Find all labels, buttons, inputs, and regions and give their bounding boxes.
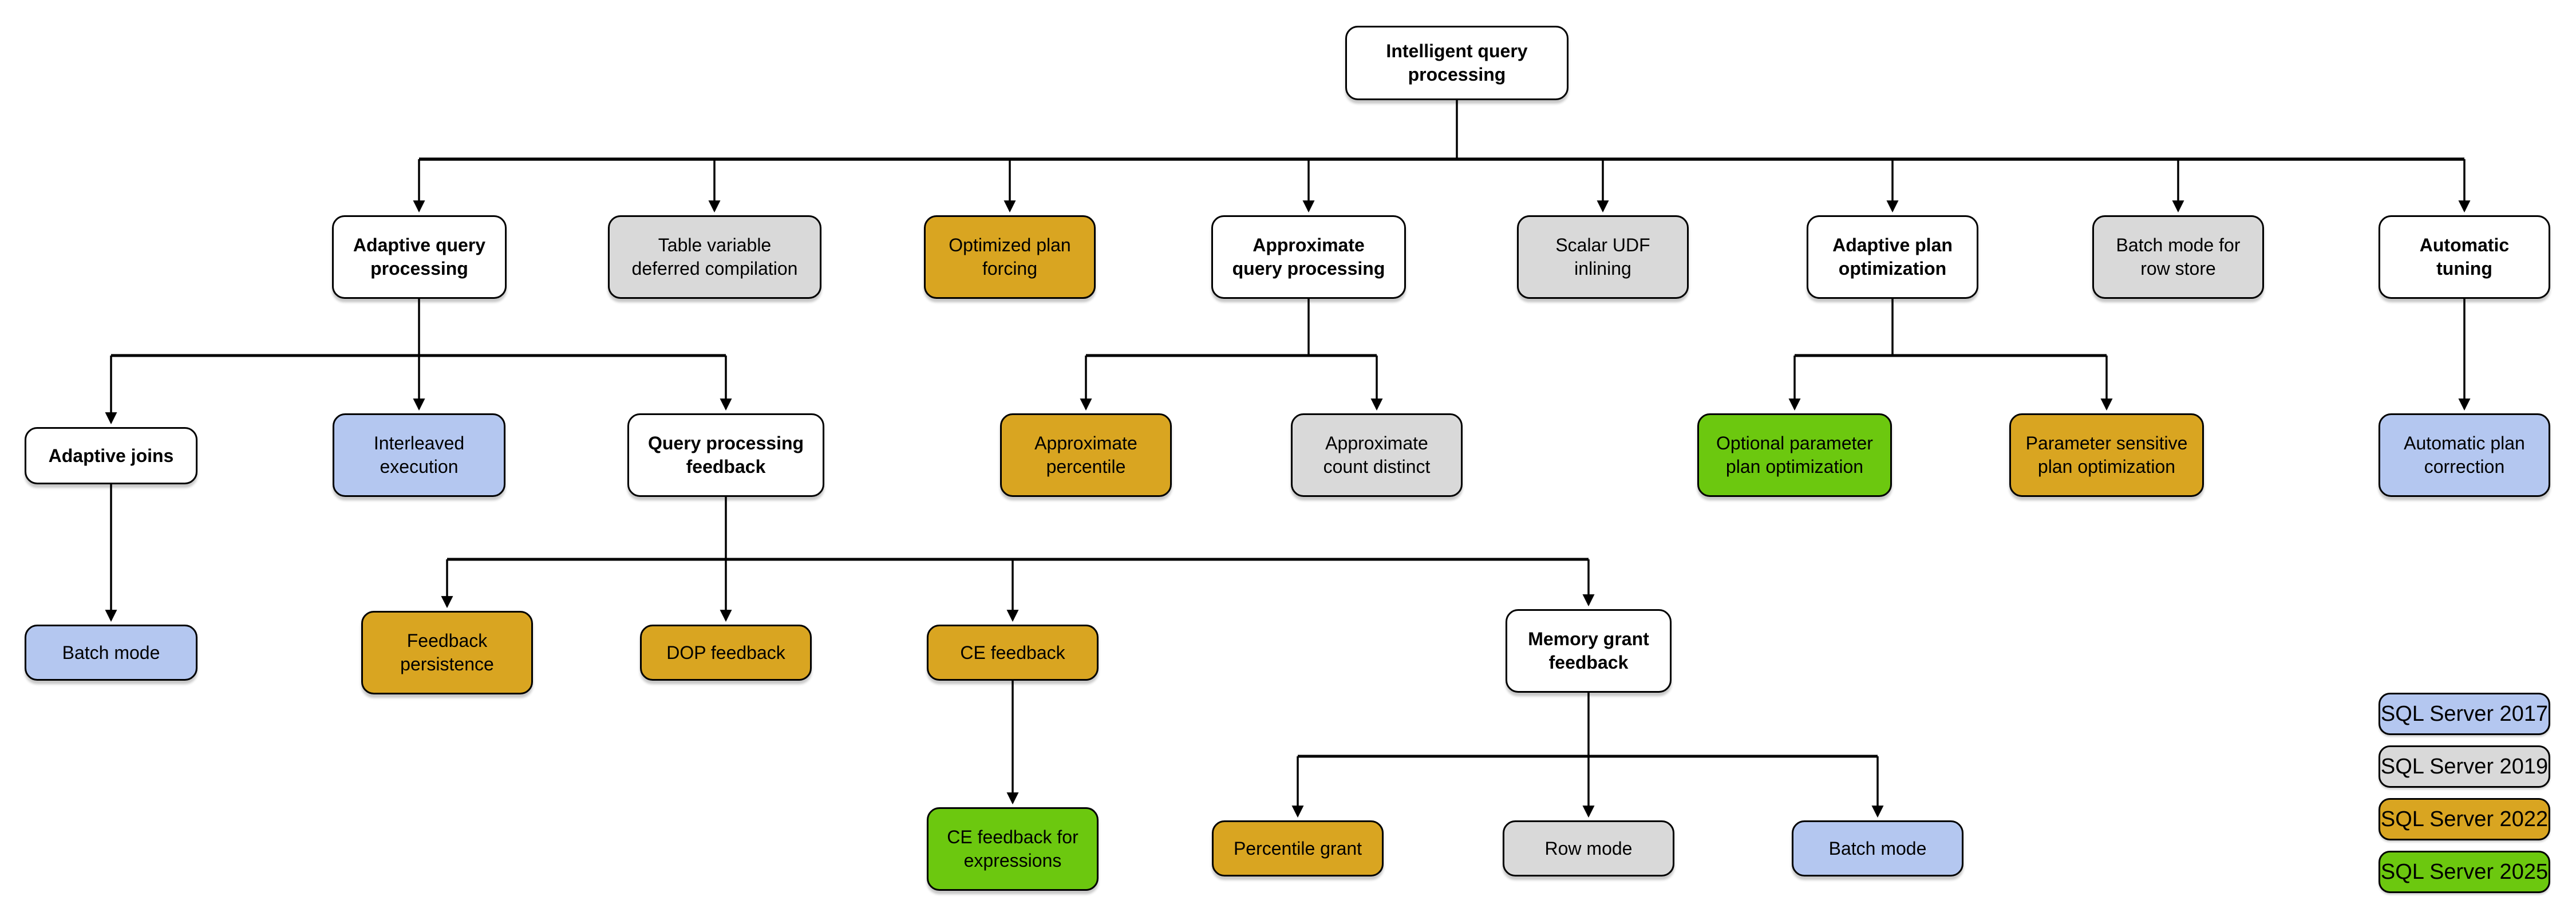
- node-label: Parameter sensitive plan optimization: [2025, 433, 2188, 477]
- node-adaptive-query-processing: Adaptive query processing: [332, 215, 507, 299]
- legend-item-sql-server-2025: SQL Server 2025: [2379, 851, 2550, 893]
- legend-label: SQL Server 2017: [2380, 702, 2549, 726]
- node-approximate-count-distinct: Approximate count distinct: [1291, 413, 1463, 497]
- node-label: DOP feedback: [666, 642, 785, 663]
- node-scalar-udf-inlining: Scalar UDF inlining: [1517, 215, 1689, 299]
- node-adaptive-joins: Adaptive joins: [25, 427, 197, 484]
- node-label: CE feedback: [960, 642, 1065, 663]
- node-adaptive-plan-optimization: Adaptive plan optimization: [1807, 215, 1978, 299]
- node-percentile-grant: Percentile grant: [1212, 820, 1384, 876]
- legend-label: SQL Server 2025: [2380, 860, 2549, 884]
- node-approximate-query-processing: Approximate query processing: [1211, 215, 1406, 299]
- node-automatic-tuning: Automatic tuning: [2379, 215, 2550, 299]
- node-label: Adaptive plan optimization: [1832, 235, 1953, 279]
- node-label: Query processing feedback: [647, 433, 804, 477]
- node-batch-mode-adaptive-joins: Batch mode: [25, 625, 197, 681]
- node-label: Batch mode: [1828, 838, 1927, 859]
- node-batch-mode-for-row-store: Batch mode for row store: [2092, 215, 2264, 299]
- node-batch-mode-memory-grant: Batch mode: [1792, 820, 1963, 876]
- node-ce-feedback: CE feedback: [927, 625, 1099, 681]
- legend-item-sql-server-2017: SQL Server 2017: [2379, 693, 2550, 735]
- node-label: Adaptive joins: [48, 445, 174, 466]
- node-automatic-plan-correction: Automatic plan correction: [2379, 413, 2550, 497]
- node-parameter-sensitive-plan-optimization: Parameter sensitive plan optimization: [2009, 413, 2204, 497]
- node-approximate-percentile: Approximate percentile: [1000, 413, 1172, 497]
- node-label: CE feedback for expressions: [947, 827, 1078, 871]
- node-optional-parameter-plan-optimization: Optional parameter plan optimization: [1697, 413, 1892, 497]
- node-label: Interleaved execution: [373, 433, 465, 477]
- node-label: Optimized plan forcing: [949, 235, 1071, 279]
- node-feedback-persistence: Feedback persistence: [361, 611, 533, 694]
- node-label: Approximate count distinct: [1323, 433, 1431, 477]
- node-label: Approximate query processing: [1232, 235, 1385, 279]
- legend-label: SQL Server 2019: [2380, 755, 2549, 779]
- node-interleaved-execution: Interleaved execution: [333, 413, 505, 497]
- node-label: Memory grant feedback: [1528, 629, 1649, 673]
- node-label: Percentile grant: [1233, 838, 1362, 859]
- legend-label: SQL Server 2022: [2380, 807, 2549, 831]
- node-label: Batch mode for row store: [2116, 235, 2241, 279]
- node-table-variable-deferred-compilation: Table variable deferred compilation: [608, 215, 821, 299]
- node-label: Row mode: [1544, 838, 1633, 859]
- node-label: Intelligent query processing: [1386, 41, 1528, 85]
- node-query-processing-feedback: Query processing feedback: [627, 413, 824, 497]
- node-label: Batch mode: [62, 642, 160, 663]
- node-memory-grant-feedback: Memory grant feedback: [1506, 609, 1672, 693]
- legend-item-sql-server-2022: SQL Server 2022: [2379, 798, 2550, 840]
- node-ce-feedback-for-expressions: CE feedback for expressions: [927, 807, 1099, 891]
- node-intelligent-query-processing: Intelligent query processing: [1345, 26, 1568, 100]
- node-label: Feedback persistence: [400, 630, 494, 674]
- node-label: Automatic tuning: [2419, 235, 2510, 279]
- node-label: Table variable deferred compilation: [631, 235, 798, 279]
- node-label: Approximate percentile: [1034, 433, 1137, 477]
- legend-item-sql-server-2019: SQL Server 2019: [2379, 745, 2550, 788]
- node-label: Adaptive query processing: [353, 235, 486, 279]
- node-dop-feedback: DOP feedback: [640, 625, 812, 681]
- node-label: Optional parameter plan optimization: [1716, 433, 1873, 477]
- node-label: Automatic plan correction: [2404, 433, 2525, 477]
- node-optimized-plan-forcing: Optimized plan forcing: [924, 215, 1096, 299]
- node-row-mode: Row mode: [1503, 820, 1674, 876]
- node-label: Scalar UDF inlining: [1555, 235, 1650, 279]
